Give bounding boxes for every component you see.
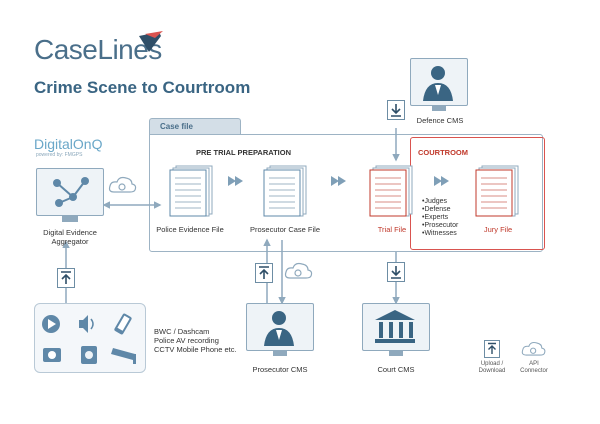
legend-api-label: API Connector — [520, 361, 548, 374]
aggregator-monitor — [36, 168, 104, 216]
speaker-icon — [79, 315, 94, 333]
legend-api-connector-icon — [521, 341, 546, 356]
pre-trial-title: PRE TRIAL PREPARATION — [196, 148, 292, 157]
prosecutor-case-document-icon — [263, 165, 307, 217]
judge-icon — [264, 311, 294, 346]
monitor-stand — [389, 351, 403, 356]
capture-devices-panel — [34, 303, 146, 373]
phone-icon — [114, 313, 132, 335]
api-connector-cloud-gear-icon[interactable] — [108, 174, 138, 196]
case-file-frame — [149, 134, 543, 252]
court-building-icon — [375, 310, 415, 343]
logo-accent-icon — [139, 31, 163, 52]
prosecutor-cms-monitor — [246, 303, 314, 351]
trial-file-label: Trial File — [377, 225, 407, 234]
courtroom-title: COURTROOM — [418, 148, 468, 157]
jury-document-icon — [475, 165, 519, 217]
monitor-stand — [432, 106, 446, 111]
defence-cms-label: Defence CMS — [416, 116, 464, 125]
prosecutor-case-label: Prosecutor Case File — [249, 225, 321, 234]
participant: Witnesses — [422, 230, 458, 238]
capture-sources-text: BWC / Dashcam Police AV recording CCTV M… — [154, 327, 237, 354]
cctv-icon — [111, 348, 136, 364]
court-cms-label: Court CMS — [377, 365, 415, 374]
legend-upload-label: Upload / Download — [478, 361, 506, 374]
upload-download-icon[interactable] — [57, 268, 75, 288]
trial-document-icon — [369, 165, 413, 217]
network-icon — [53, 177, 89, 207]
prosecutor-cms-label: Prosecutor CMS — [252, 365, 308, 374]
participant: Experts — [422, 214, 458, 222]
monitor-stand — [273, 351, 287, 356]
api-connector-cloud-gear-icon[interactable] — [284, 260, 314, 282]
participant: Prosecutor — [422, 222, 458, 230]
source-line: CCTV Mobile Phone etc. — [154, 345, 237, 354]
flow-arrow-2 — [331, 176, 346, 186]
participant: Judges — [422, 198, 458, 206]
digitalonq-logo: DigitalOnQ — [34, 136, 103, 152]
case-file-tab: Case file — [149, 118, 241, 134]
monitor-stand — [62, 216, 78, 222]
flow-arrow-1 — [228, 176, 243, 186]
upload-download-icon[interactable] — [255, 263, 273, 283]
upload-download-icon[interactable] — [387, 262, 405, 282]
camera-icon — [43, 348, 61, 362]
page-title: Crime Scene to Courtroom — [34, 78, 251, 97]
police-evidence-document-icon — [169, 165, 213, 217]
recorder-icon — [81, 346, 97, 364]
caselines-logo: CaseLines — [34, 34, 162, 65]
court-cms-monitor — [362, 303, 430, 351]
defence-cms-monitor — [410, 58, 468, 106]
courtroom-participants: Judges Defense Experts Prosecutor Witnes… — [422, 198, 458, 238]
flow-arrow-3 — [434, 176, 449, 186]
police-evidence-label: Police Evidence File — [156, 225, 224, 234]
source-line: BWC / Dashcam — [154, 327, 210, 336]
digitalonq-powered-by: powered by: FMGPS — [36, 152, 83, 158]
source-line: Police AV recording — [154, 336, 219, 345]
judge-icon — [423, 66, 453, 101]
upload-download-icon[interactable] — [387, 100, 405, 120]
aggregator-label: Digital Evidence Aggregator — [43, 228, 97, 246]
participant: Defense — [422, 206, 458, 214]
legend-upload-download-icon — [484, 340, 500, 358]
play-icon — [42, 315, 60, 333]
jury-file-label: Jury File — [483, 225, 513, 234]
